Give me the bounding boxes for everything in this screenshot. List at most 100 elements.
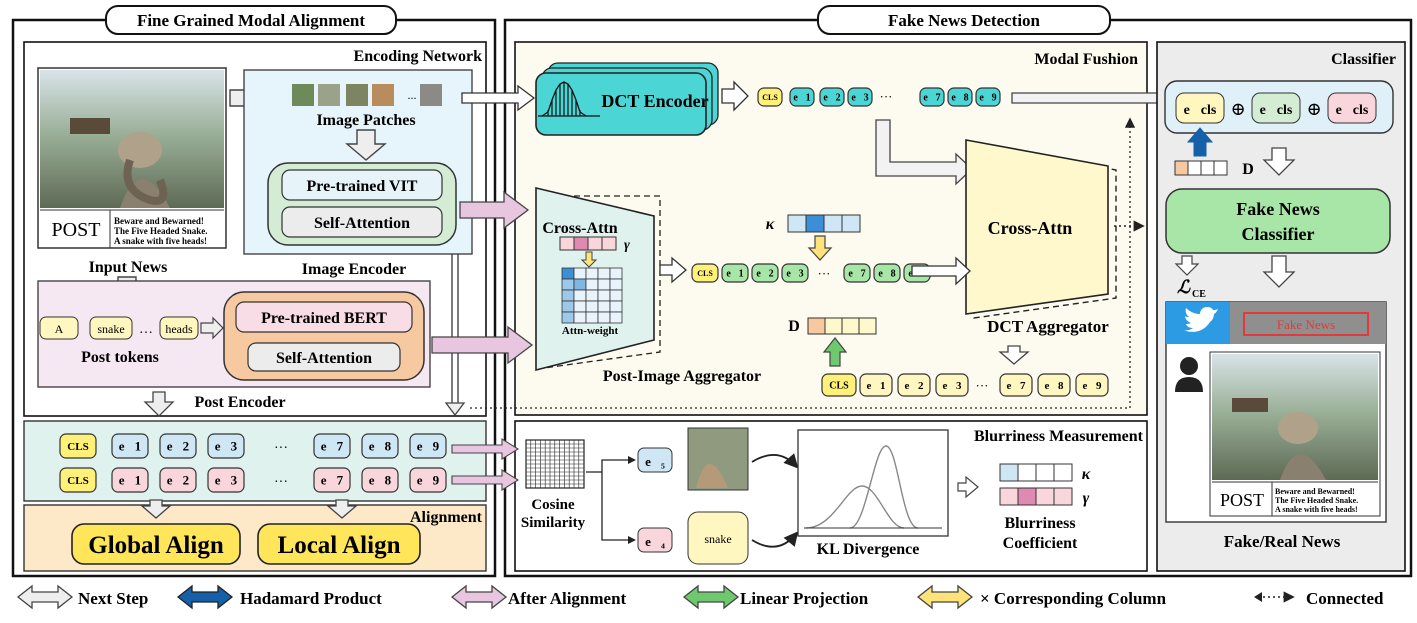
cosine-label-2: Similarity xyxy=(521,515,586,531)
agg-cls-token-label: CLS xyxy=(697,269,713,278)
agg-token-label: e⃗1 xyxy=(726,269,743,280)
legend-hadamard: Hadamard Product xyxy=(240,589,382,608)
attn-cell xyxy=(597,267,611,280)
token-snake xyxy=(89,316,133,340)
attn-cell xyxy=(597,289,611,302)
svg-text:Cross-Attn: Cross-Attn xyxy=(988,218,1073,238)
svg-text:γ: γ xyxy=(1083,490,1090,507)
coef-label-1: Blurriness xyxy=(1004,515,1075,532)
svg-text:snake: snake xyxy=(97,322,124,336)
right-title-pill: Fake News Detection xyxy=(817,5,1111,35)
after-alignment-arrow xyxy=(451,438,520,460)
svg-text:e⃗₅: e⃗₅ xyxy=(645,454,665,469)
svg-text:Fake News: Fake News xyxy=(1236,199,1320,219)
post-token-label: e⃗3 xyxy=(215,473,238,488)
post-caption-3: A snake with five heads! xyxy=(114,236,207,246)
next-step-arrow xyxy=(998,345,1030,365)
cls-token-post-label: CLS xyxy=(67,475,88,487)
post-token-label: e⃗8 xyxy=(369,473,392,488)
post-token xyxy=(207,467,245,493)
image-token-label: e⃗7 xyxy=(321,439,344,454)
feature-e-cls-F xyxy=(1175,92,1225,124)
next-step-arrow xyxy=(957,475,979,499)
svg-text:Classifier: Classifier xyxy=(1242,224,1315,244)
twitter-bird-icon xyxy=(1184,307,1218,332)
svg-text:Self-Attention: Self-Attention xyxy=(314,215,410,232)
svg-text:Pre-trained VIT: Pre-trained VIT xyxy=(307,178,418,195)
agg-token xyxy=(781,263,809,283)
image-token xyxy=(111,433,149,459)
dct-token xyxy=(919,87,945,107)
attn-cell xyxy=(609,278,623,291)
cls-token-post xyxy=(59,467,97,493)
loss-subscript: CE xyxy=(1192,289,1206,300)
after-alignment-arrow xyxy=(431,325,534,365)
attn-cell xyxy=(597,278,611,291)
input-post-card: POST Beware and Bewarned! The Five Heade… xyxy=(37,67,227,249)
attn-cell xyxy=(597,311,611,324)
left-title: Fine Grained Modal Alignment xyxy=(137,11,365,30)
output-tweet-card: Fake News POST Beware and Bewarned! The … xyxy=(1165,301,1387,523)
dct-agg-token xyxy=(1037,373,1071,397)
dct-agg-cls-token-label: CLS xyxy=(829,381,849,392)
after-alignment-arrow xyxy=(459,190,530,230)
agg-token xyxy=(721,263,749,283)
svg-text:e⃗cls: e⃗cls xyxy=(1260,103,1293,118)
image-token xyxy=(159,433,197,459)
next-step-arrow xyxy=(143,391,175,417)
dct-agg-token-label: e⃗1 xyxy=(867,380,886,392)
token-heads xyxy=(159,316,199,340)
post-caption-2: The Five Headed Snake. xyxy=(114,226,208,236)
cls-token-image-label: CLS xyxy=(67,441,88,453)
legend-corresponding-column-arrow xyxy=(916,584,974,610)
agg-token xyxy=(843,263,871,283)
left-title-pill: Fine Grained Modal Alignment xyxy=(105,5,397,35)
next-step-arrow xyxy=(911,256,971,286)
bert-pretrained xyxy=(235,301,413,333)
attn-cell xyxy=(561,289,575,302)
image-token-e5 xyxy=(637,447,673,473)
vit-self-attention xyxy=(281,206,443,238)
image-token xyxy=(207,433,245,459)
legend-after-alignment: After Alignment xyxy=(508,589,627,608)
svg-text:…: … xyxy=(139,322,153,337)
next-step-arrow xyxy=(140,499,172,519)
ellipsis: ··· xyxy=(818,266,831,281)
dct-cls-token xyxy=(757,87,783,107)
kappa-symbol: κ xyxy=(766,216,775,233)
alignment-title: Alignment xyxy=(410,509,483,526)
attn-cell xyxy=(573,311,587,324)
next-step-arrow xyxy=(345,129,387,161)
kl-plot xyxy=(797,429,949,537)
attn-cell xyxy=(561,278,575,291)
image-patches: ... xyxy=(292,84,442,106)
feature-e-cls-P xyxy=(1327,92,1377,124)
attn-weight-label: Attn-weight xyxy=(562,325,619,337)
fake-news-tag xyxy=(1243,312,1369,336)
right-title: Fake News Detection xyxy=(888,11,1041,30)
attn-cell xyxy=(573,289,587,302)
next-step-arrow xyxy=(326,499,358,519)
ellipsis: ··· xyxy=(274,441,288,456)
hadamard-arrow xyxy=(1186,127,1214,157)
image-token-label: e⃗8 xyxy=(369,439,392,454)
next-step-arrow xyxy=(444,402,466,417)
dct-aggregator-label: DCT Aggregator xyxy=(987,317,1109,336)
dct-token xyxy=(975,87,1001,107)
modal-fushion-title: Modal Fushion xyxy=(1034,51,1138,68)
svg-text:e⃗cls: e⃗cls xyxy=(1184,103,1217,118)
input-news-label: Input News xyxy=(89,259,168,276)
attn-cell xyxy=(585,300,599,313)
attn-cell xyxy=(609,289,623,302)
legend-linear-projection: Linear Projection xyxy=(740,589,869,608)
cosine-similarity-grid xyxy=(525,439,585,489)
svg-text:A: A xyxy=(55,322,64,336)
attn-cell xyxy=(597,300,611,313)
svg-text:snake: snake xyxy=(704,532,731,546)
next-step-arrow xyxy=(1262,255,1296,288)
next-step-arrow xyxy=(659,256,687,284)
gamma-symbol: γ xyxy=(624,238,630,253)
svg-text:The Five Headed Snake.: The Five Headed Snake. xyxy=(1275,496,1358,505)
attn-cell xyxy=(585,289,599,302)
dct-token-label: e⃗2 xyxy=(823,93,840,104)
